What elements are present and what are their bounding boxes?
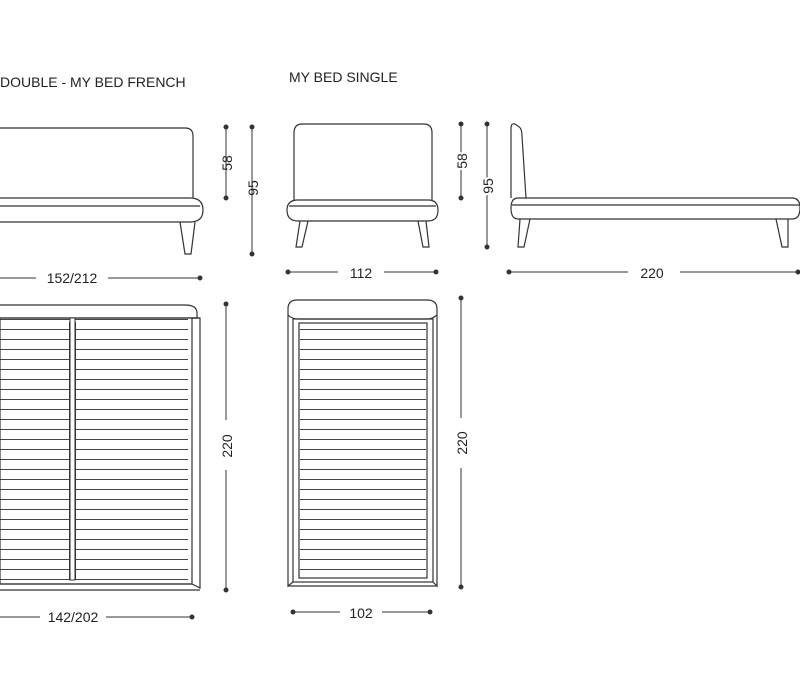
single-top-width: 102 <box>349 605 373 621</box>
single-bed-front-view <box>286 123 439 248</box>
single-front-width: 112 <box>350 265 373 281</box>
single-front-height-dims <box>458 121 490 250</box>
double-top-length-dim <box>223 301 229 593</box>
double-front-width-dim <box>0 275 203 281</box>
double-top-width-dim <box>0 614 195 620</box>
single-top-length: 220 <box>454 431 470 455</box>
double-bed-front-view <box>0 127 204 255</box>
single-top-length-dim <box>458 295 464 590</box>
double-bed-top-view <box>0 304 201 591</box>
double-front-height-dims <box>223 124 255 257</box>
double-front-width: 152/212 <box>47 270 98 286</box>
single-front-total-height: 95 <box>480 178 496 194</box>
single-bed-title: MY BED SINGLE <box>289 69 398 85</box>
double-bed-title: DOUBLE - MY BED FRENCH <box>0 74 186 90</box>
double-top-length: 220 <box>219 434 235 458</box>
double-front-back-height: 58 <box>219 155 235 171</box>
single-front-width-dim <box>285 269 439 275</box>
single-top-width-dim <box>290 609 433 615</box>
double-front-total-height: 95 <box>245 180 261 196</box>
single-bed-side-view <box>510 123 800 248</box>
single-side-length: 220 <box>640 265 664 281</box>
single-bed-top-view <box>287 299 438 588</box>
single-side-length-dim <box>506 269 800 275</box>
double-top-width: 142/202 <box>48 609 99 625</box>
single-front-back-height: 58 <box>454 153 470 169</box>
